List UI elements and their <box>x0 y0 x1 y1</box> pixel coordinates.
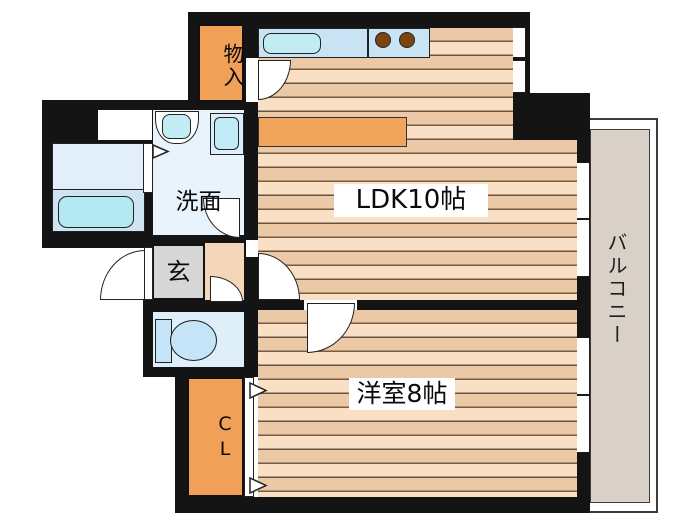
wall-ldk-westroom-divider <box>244 300 590 310</box>
wall-left-outer <box>42 100 53 248</box>
wall-right-chunk-top <box>512 93 590 140</box>
floor-ldk-main <box>258 28 513 300</box>
wall-bottom <box>175 497 590 513</box>
pipe-space-void <box>98 110 152 140</box>
wall-toilet-bottom <box>143 367 245 377</box>
washing-machine-pan <box>210 113 244 155</box>
ldk-door-opening <box>246 240 258 257</box>
closet-door-arrow-icon <box>249 382 268 399</box>
room-storage <box>198 24 244 102</box>
wall-washroom-top <box>42 100 258 112</box>
window-sash-line <box>575 218 589 220</box>
kitchen-window-lower <box>511 60 526 93</box>
wall-top <box>188 12 530 28</box>
storage-label: 物入 <box>221 43 245 89</box>
bathtub <box>58 196 134 228</box>
floor-ldk-east <box>513 140 577 300</box>
bath-door-panel <box>143 143 153 193</box>
room-bath-upper <box>52 143 145 190</box>
closet-sliding-door <box>244 377 254 497</box>
wall-storage-left <box>188 12 200 112</box>
bath-door-swing-arrow-icon <box>152 144 170 159</box>
balcony-label: バルコニー <box>604 232 628 347</box>
stove-burner-icon <box>399 32 415 48</box>
room-entrance: 玄 <box>152 244 205 300</box>
stove-burner-icon <box>375 32 391 48</box>
entrance-door-leaf <box>144 247 153 300</box>
storage-door-opening <box>246 58 258 102</box>
wall-toilet-left <box>143 302 153 377</box>
toilet-bowl <box>170 320 217 361</box>
kitchen-counter-divider <box>367 29 369 57</box>
balcony-area <box>590 129 650 503</box>
kitchen-island-counter <box>258 117 407 147</box>
wall-westroom-left <box>244 300 258 377</box>
vanity-basin <box>162 114 191 139</box>
kitchen-sink <box>263 33 321 54</box>
entrance-door-arc <box>100 250 145 300</box>
washing-machine-pan-inner <box>214 117 239 150</box>
western-room-label: 洋室8帖 <box>349 378 455 410</box>
window-sash-line <box>575 394 589 396</box>
washroom-label: 洗面 <box>175 189 222 215</box>
ldk-label: LDK10帖 <box>334 184 488 217</box>
room-closet <box>187 377 244 497</box>
wall-closet-left <box>175 377 187 513</box>
entrance-label: 玄 <box>166 258 191 286</box>
closet-label: CL <box>214 413 236 463</box>
kitchen-window-upper <box>511 27 526 58</box>
closet-door-arrow-icon <box>249 477 268 494</box>
